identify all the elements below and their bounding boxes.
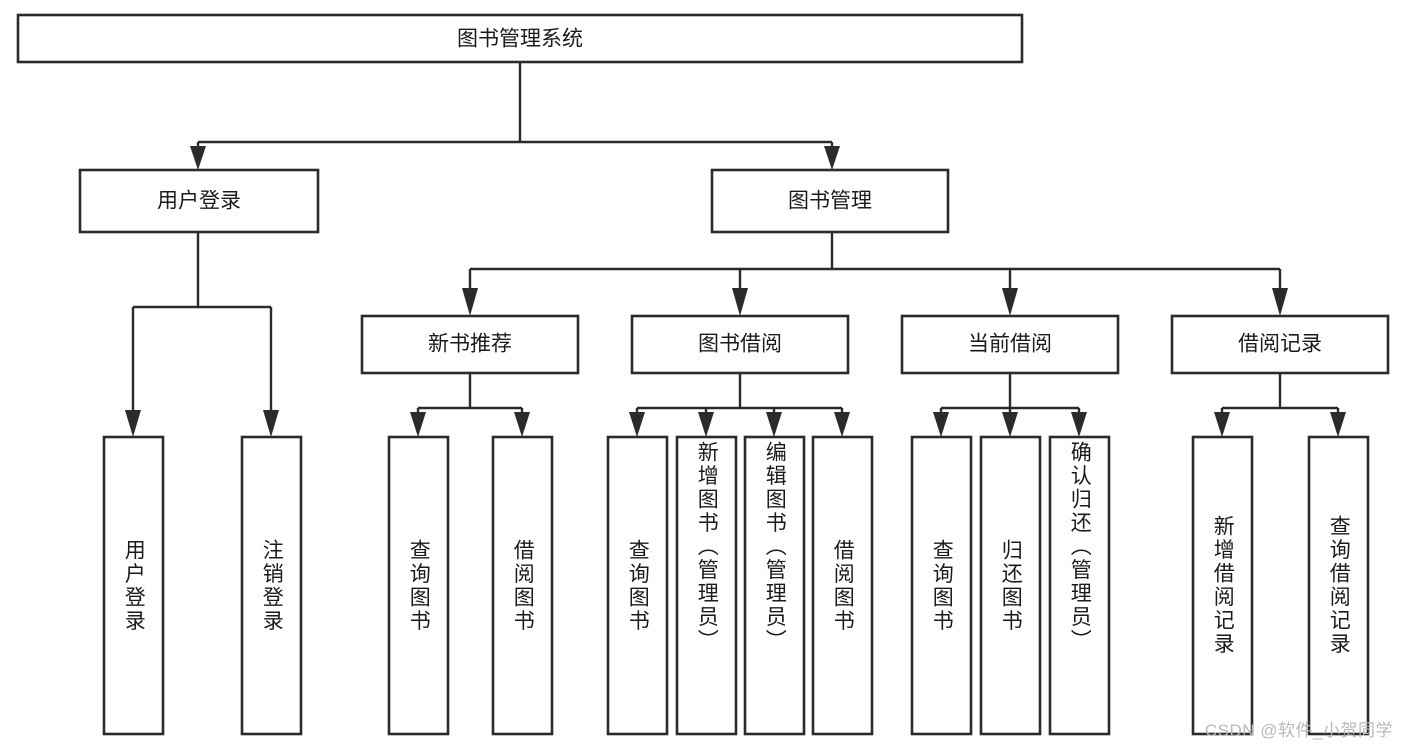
arrow-head-leaf-logout-login [263, 410, 279, 437]
node-borrow-record[interactable]: 借阅记录 [1170, 314, 1390, 375]
node-leaf-edit-book-rect[interactable] [743, 435, 806, 736]
node-leaf-add-book-rect[interactable] [675, 435, 738, 736]
node-current-borrow-label: 当前借阅 [968, 333, 1052, 356]
arrow-head-leaf-borrow-book-1 [514, 412, 530, 437]
connector-group-book-management [462, 232, 1288, 316]
node-borrow-record-label: 借阅记录 [1238, 333, 1322, 356]
node-root-label: 图书管理系统 [457, 28, 583, 51]
arrow-head-leaf-query-book-1 [410, 412, 426, 437]
arrow-head-leaf-borrow-book-2 [834, 412, 850, 437]
arrow-head-leaf-user-login [125, 410, 141, 437]
node-user-login-rect[interactable] [78, 168, 320, 234]
node-leaf-borrow-book-1-rect[interactable] [491, 435, 554, 736]
node-new-book-recommend-label: 新书推荐 [428, 333, 512, 356]
node-book-management-rect[interactable] [710, 168, 950, 234]
arrow-head-book-borrow [732, 288, 748, 316]
arrow-head-borrow-record [1272, 288, 1288, 316]
connector-group-current-borrow [933, 373, 1087, 437]
node-new-book-recommend[interactable]: 新书推荐 [360, 314, 580, 375]
arrow-head-leaf-confirm-return [1071, 412, 1087, 437]
arrow-head-new-book-recommend [462, 288, 478, 316]
arrow-head-leaf-query-record [1330, 412, 1346, 437]
node-leaf-query-book-2-rect[interactable] [606, 435, 669, 736]
node-book-borrow[interactable]: 图书借阅 [630, 314, 850, 375]
connector-group-book-borrow [629, 373, 850, 437]
connector-group-root [190, 62, 840, 170]
node-leaf-borrow-book-2-rect[interactable] [811, 435, 874, 736]
node-leaf-user-login-rect[interactable] [102, 435, 165, 736]
arrow-head-leaf-query-book-3 [933, 412, 949, 437]
node-leaf-logout-login-rect[interactable] [240, 435, 303, 736]
node-book-management[interactable]: 图书管理 [710, 168, 950, 234]
node-new-book-recommend-rect[interactable] [360, 314, 580, 375]
node-leaf-add-record-rect[interactable] [1191, 435, 1254, 736]
node-leaf-query-record-rect[interactable] [1307, 435, 1370, 736]
connector-group-new-book-recommend [410, 373, 530, 437]
node-book-management-label: 图书管理 [788, 190, 872, 213]
node-root[interactable]: 图书管理系统 [16, 13, 1024, 64]
node-user-login-label: 用户登录 [157, 190, 241, 213]
connector-group-borrow-record [1214, 373, 1346, 437]
node-leaf-confirm-return-rect[interactable] [1048, 435, 1111, 736]
node-leaf-query-book-3-rect[interactable] [910, 435, 973, 736]
arrow-head-leaf-return-book [1002, 412, 1018, 437]
node-book-borrow-label: 图书借阅 [698, 333, 782, 356]
node-user-login[interactable]: 用户登录 [78, 168, 320, 234]
node-book-borrow-rect[interactable] [630, 314, 850, 375]
node-current-borrow[interactable]: 当前借阅 [900, 314, 1120, 375]
arrow-head-current-borrow [1002, 288, 1018, 316]
node-leaf-return-book-rect[interactable] [979, 435, 1042, 736]
arrow-head-book-management [824, 146, 840, 170]
connector-group-user-login [125, 232, 279, 437]
arrow-head-leaf-add-book [698, 412, 714, 437]
arrow-head-leaf-query-book-2 [629, 412, 645, 437]
node-leaf-query-book-1-rect[interactable] [387, 435, 450, 736]
arrow-head-leaf-edit-book [766, 412, 782, 437]
arrow-head-leaf-add-record [1214, 412, 1230, 437]
node-root-rect[interactable] [16, 13, 1024, 64]
node-current-borrow-rect[interactable] [900, 314, 1120, 375]
node-borrow-record-rect[interactable] [1170, 314, 1390, 375]
arrow-head-user-login [190, 146, 206, 170]
